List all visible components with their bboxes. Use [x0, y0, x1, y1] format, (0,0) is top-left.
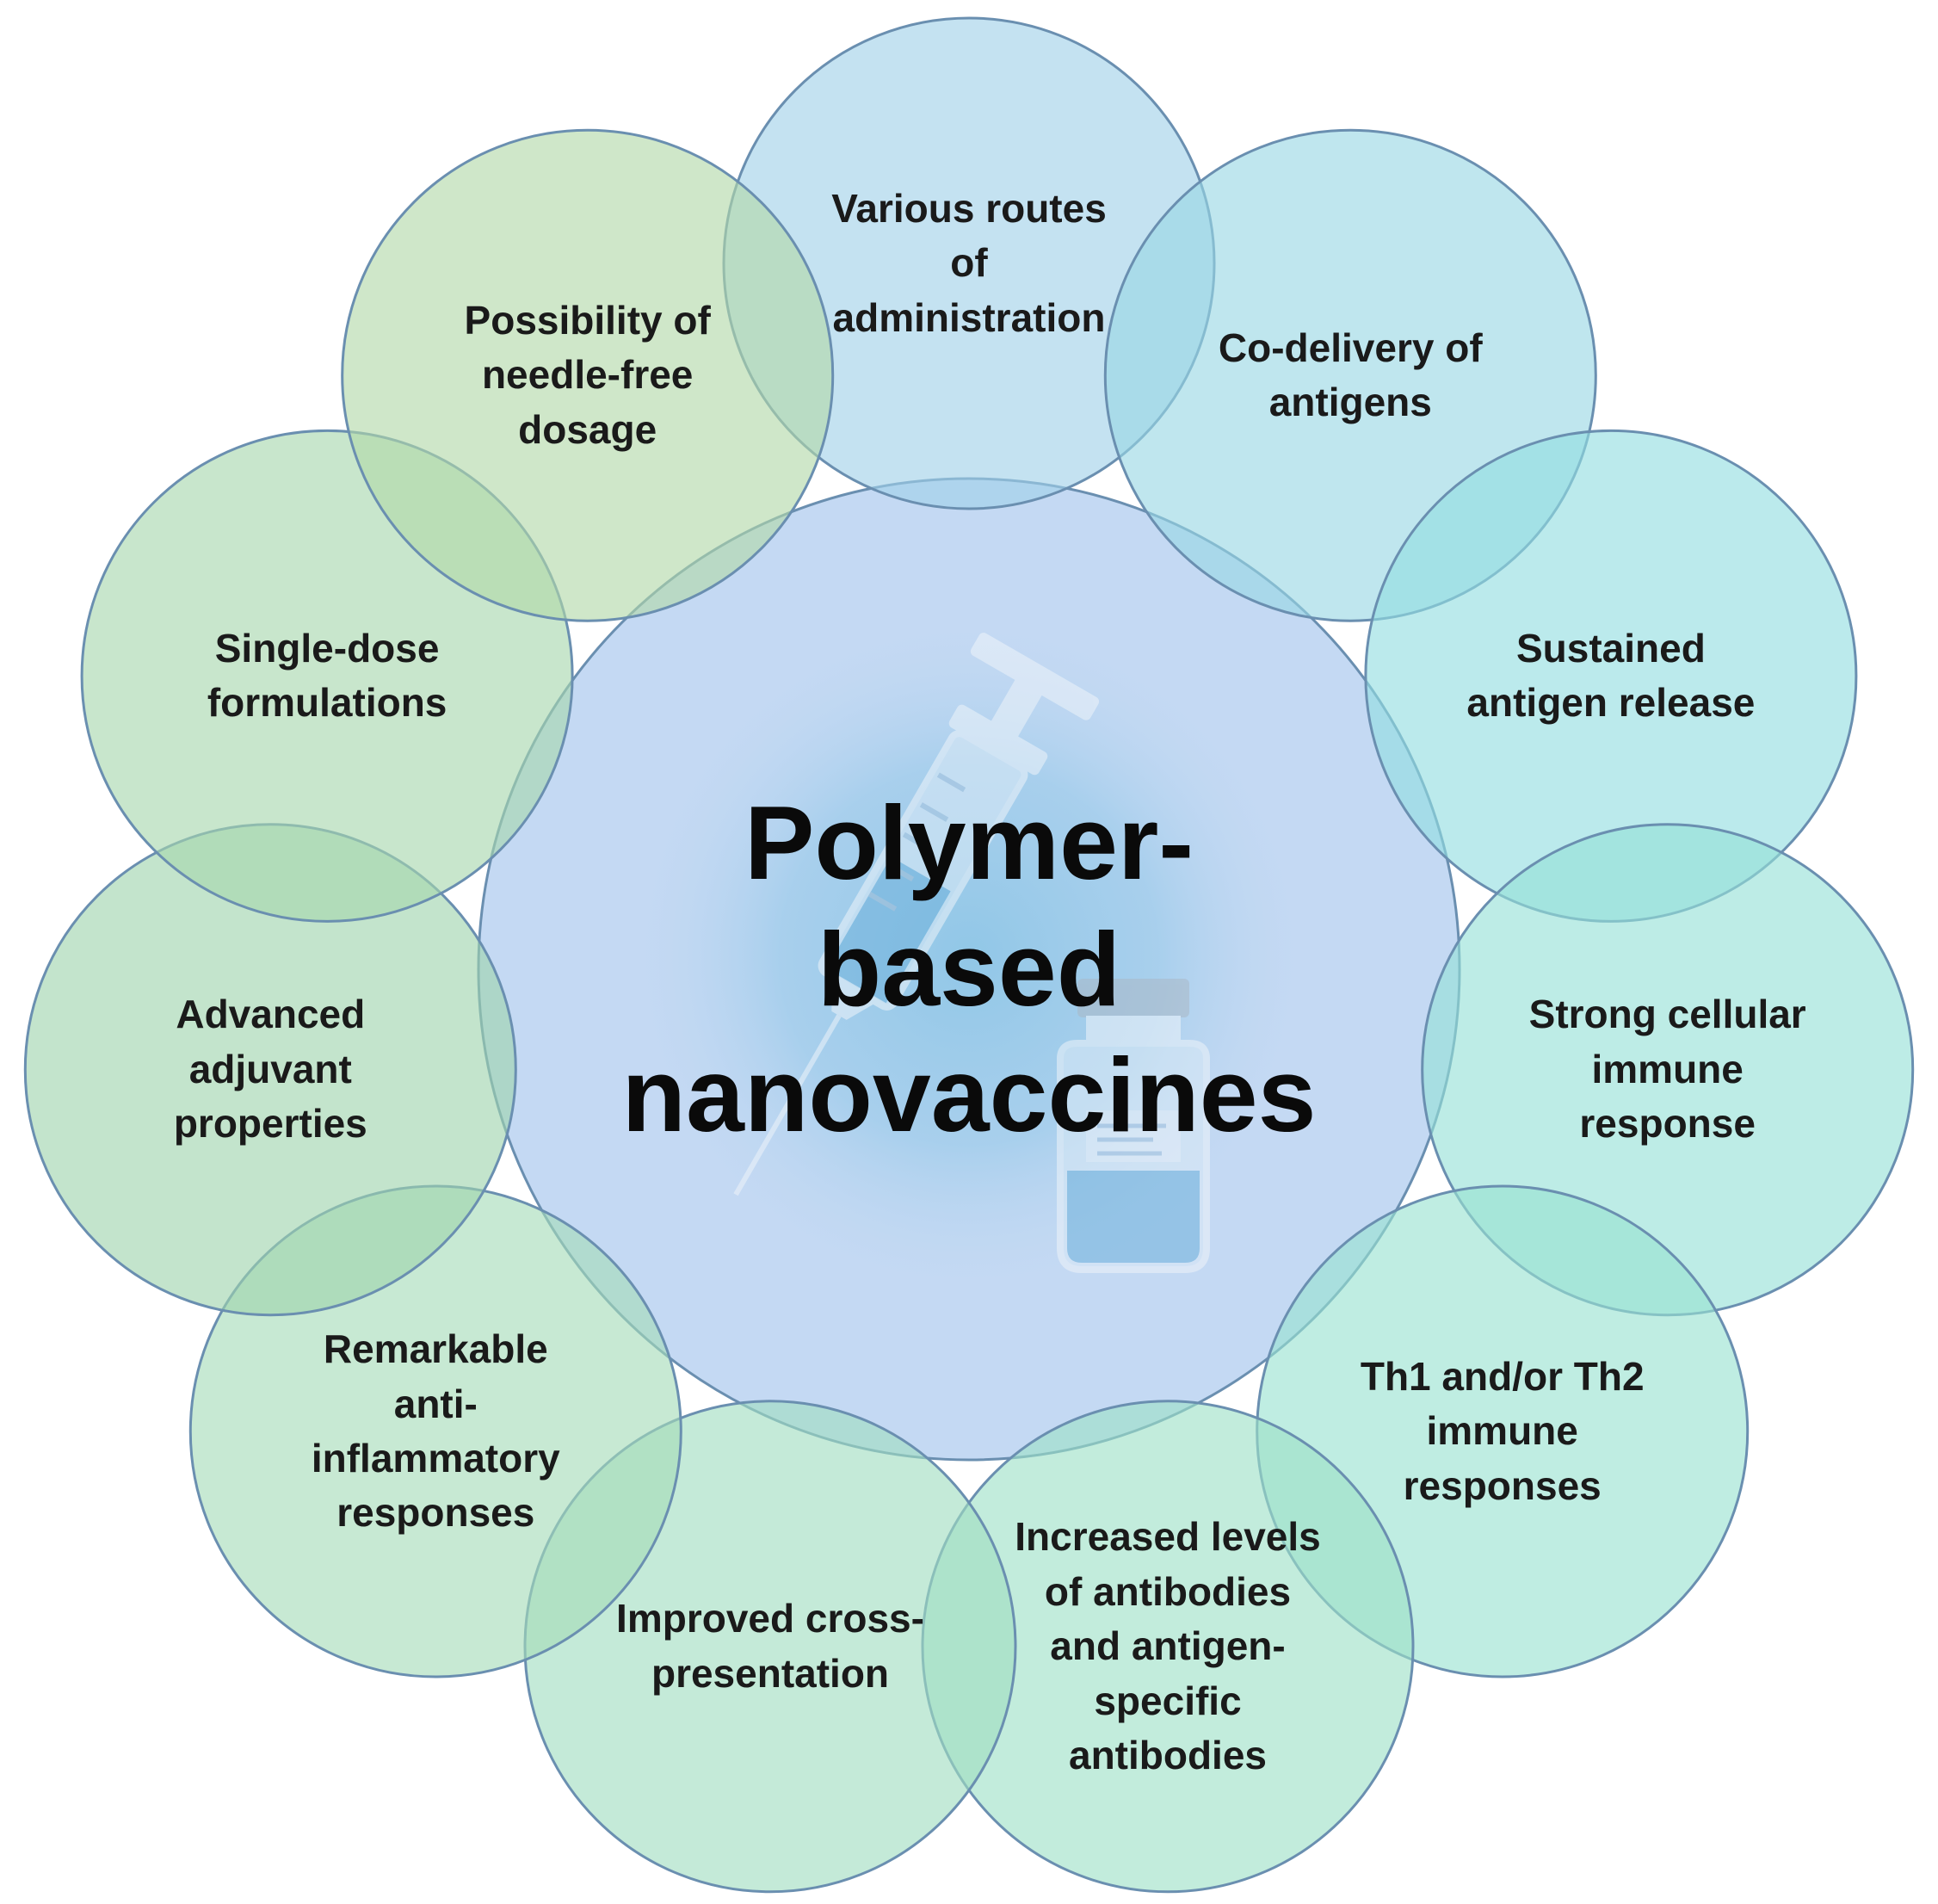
benefit-label-antiinflam: Remarkable anti- inflammatory responses: [311, 1326, 560, 1536]
benefit-label-th: Th1 and/or Th2 immune responses: [1360, 1353, 1645, 1508]
syringe-icon: [733, 633, 1100, 1196]
benefit-circle-needlefree: [341, 128, 835, 622]
center-circle-group: [477, 477, 1461, 1462]
center-title: Polymer- based nanovaccines: [621, 784, 1317, 1154]
benefit-label-sustained: Sustained antigen release: [1466, 625, 1756, 726]
benefit-label-adjuvant: Advanced adjuvant properties: [173, 992, 367, 1147]
vaccine-vial-icon: [1057, 979, 1210, 1273]
benefit-label-needlefree: Possibility of needle-free dosage: [464, 297, 711, 452]
benefit-label-cellular: Strong cellular immune response: [1528, 992, 1806, 1147]
benefit-label-singledose: Single-dose formulations: [207, 625, 447, 726]
benefit-label-crosspres: Improved cross- presentation: [616, 1596, 924, 1696]
benefit-label-antibodies: Increased levels of antibodies and antig…: [1015, 1514, 1321, 1777]
benefit-label-routes: Various routes of administration: [831, 185, 1107, 340]
benefit-ring: [23, 16, 1915, 1894]
benefit-label-codelivery: Co-delivery of antigens: [1218, 325, 1483, 425]
